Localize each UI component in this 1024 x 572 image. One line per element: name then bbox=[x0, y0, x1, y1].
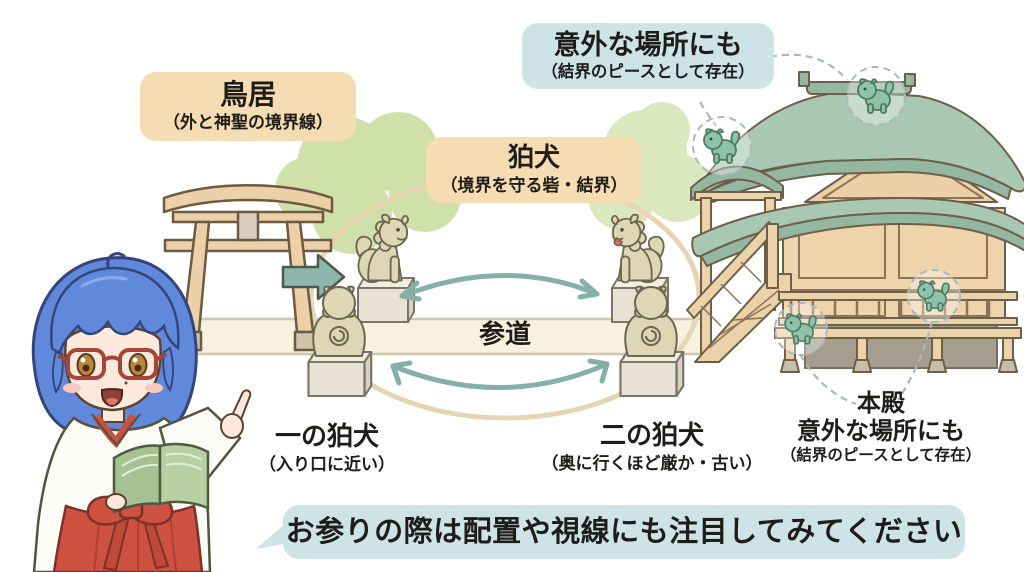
unexpected-top-subtitle: （結界のピースとして存在） bbox=[541, 62, 755, 82]
dashed-connectors bbox=[699, 53, 934, 406]
komainu-label-subtitle: （境界を守る砦・結界） bbox=[440, 175, 628, 196]
second-komainu-label: 二の狛犬 （奥に行くほど厳か・古い） bbox=[530, 421, 774, 474]
honden-label: 本殿 意外な場所にも （結界のピースとして存在） bbox=[764, 389, 998, 465]
torii-label-title: 鳥居 bbox=[219, 78, 276, 111]
miko-character-illustration bbox=[31, 252, 252, 572]
unexpected-top-title: 意外な場所にも bbox=[553, 30, 743, 61]
komainu-label: 狛犬 （境界を守る砦・結界） bbox=[426, 137, 642, 204]
hidden-komainu-veranda-rail bbox=[907, 269, 961, 323]
hidden-komainu-roof-top bbox=[846, 66, 906, 126]
hidden-komainu-stair-post bbox=[774, 302, 828, 356]
shrine-building-illustration bbox=[686, 71, 1024, 373]
honden-line2: 意外な場所にも bbox=[797, 416, 965, 445]
honden-subtitle: （結界のピースとして存在） bbox=[780, 446, 982, 465]
gaze-arrow-top bbox=[399, 273, 600, 302]
torii-label-subtitle: （外と神聖の境界線） bbox=[163, 113, 333, 134]
hidden-komainu-porch-roof bbox=[692, 116, 752, 176]
torii-label: 鳥居 （外と神聖の境界線） bbox=[140, 72, 356, 141]
second-komainu-title: 二の狛犬 bbox=[599, 421, 704, 451]
komainu-label-title: 狛犬 bbox=[507, 143, 560, 173]
second-komainu-subtitle: （奥に行くほど厳か・古い） bbox=[541, 453, 763, 474]
speech-bubble: お参りの際は配置や視線にも注目してみてください bbox=[283, 505, 965, 559]
sando-label: 参道 bbox=[478, 320, 531, 350]
torii-gate-illustration bbox=[162, 184, 334, 352]
unexpected-places-label-top: 意外な場所にも （結界のピースとして存在） bbox=[522, 23, 774, 90]
glasses bbox=[57, 348, 168, 380]
first-komainu-title: 一の狛犬 bbox=[274, 422, 379, 452]
honden-title: 本殿 bbox=[857, 389, 905, 417]
komainu-statue-right-rear bbox=[610, 213, 669, 323]
first-komainu-subtitle: （入り口に近い） bbox=[259, 454, 395, 475]
gaze-arrow-bottom bbox=[390, 358, 610, 390]
first-komainu-label: 一の狛犬 （入り口に近い） bbox=[237, 422, 417, 475]
